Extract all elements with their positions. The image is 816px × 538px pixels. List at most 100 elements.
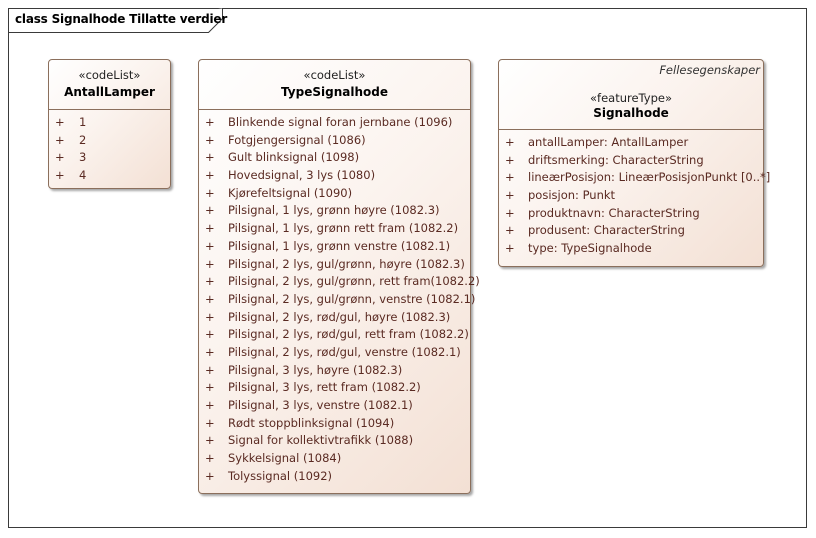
attribute-row[interactable]: + produsent: CharacterString — [499, 223, 763, 241]
visibility-marker: + — [205, 309, 215, 324]
tagged-value-label: Fellesegenskaper — [659, 63, 760, 77]
class-header: Fellesegenskaper «featureType» Signalhod… — [499, 60, 763, 130]
visibility-marker: + — [205, 433, 215, 448]
class-header: «codeList» AntallLamper — [49, 60, 170, 110]
visibility-marker: + — [205, 451, 215, 466]
visibility-marker: + — [205, 380, 215, 395]
attribute-row[interactable]: +Sykkelsignal (1084) — [199, 451, 470, 469]
attribute-row[interactable]: + Pilsignal, 1 lys, grønn rett fram (1082… — [199, 221, 470, 239]
visibility-marker: + — [505, 241, 515, 256]
attribute-label: Hovedsignal, 3 lys (1080) — [228, 168, 376, 183]
attribute-label: 2 — [79, 132, 87, 147]
visibility-marker: + — [205, 256, 215, 271]
attribute-row[interactable]: + Signal for kollektivtrafikk (1088) — [199, 433, 470, 451]
attribute-list: +Blinkende signal foran jernbane (1096)+… — [199, 110, 480, 487]
attribute-label: produktnavn: CharacterString — [528, 205, 700, 220]
attribute-label: Pilsignal, 3 lys, rett fram (1082.2) — [228, 380, 421, 395]
attribute-label: Pilsignal, 2 lys, gul/grønn, venstre (10… — [228, 291, 476, 306]
diagram-title: class Signalhode Tillatte verdier — [15, 12, 228, 26]
attribute-label: Pilsignal, 3 lys, høyre (1082.3) — [228, 362, 403, 377]
attribute-label: Pilsignal, 2 lys, rød/gul, rett fram (10… — [228, 327, 469, 342]
visibility-marker: + — [205, 274, 215, 289]
stereotype-label: «codeList» — [303, 68, 366, 82]
visibility-marker: + — [505, 205, 515, 220]
attribute-label: Pilsignal, 2 lys, rød/gul, høyre (1082.3… — [228, 309, 451, 324]
visibility-marker: + — [55, 132, 65, 147]
visibility-marker: + — [55, 115, 65, 129]
attribute-row[interactable]: + posisjon: Punkt — [499, 188, 763, 206]
attribute-row[interactable]: + Rødt stoppblinksignal (1094) — [199, 416, 470, 434]
attribute-label: Pilsignal, 2 lys, rød/gul, venstre (1082… — [228, 344, 461, 359]
attribute-row[interactable]: +4 — [49, 168, 170, 186]
attribute-label: Pilsignal, 2 lys, gul/grønn, høyre (1082… — [228, 256, 465, 271]
visibility-marker: + — [505, 223, 515, 238]
attribute-list: +1+2+3+4 — [49, 110, 170, 186]
class-type-signalhode[interactable]: «codeList» TypeSignalhode +Blinkende sig… — [198, 59, 480, 494]
attribute-list: +antallLamper: AntallLamper+driftsmerkin… — [499, 130, 770, 259]
visibility-marker: + — [205, 238, 215, 253]
attribute-label: Tolyssignal (1092) — [228, 468, 333, 483]
visibility-marker: + — [505, 135, 515, 149]
visibility-marker: + — [205, 362, 215, 377]
attribute-label: 1 — [79, 115, 87, 129]
attribute-label: produsent: CharacterString — [528, 223, 685, 238]
attribute-row[interactable]: +antallLamper: AntallLamper — [499, 135, 763, 153]
visibility-marker: + — [205, 221, 215, 236]
attribute-row[interactable]: +Pilsignal, 2 lys, rød/gul, rett fram (1… — [199, 327, 470, 345]
attribute-row[interactable]: + Pilsignal, 2 lys, gul/grønn, venstre (1… — [199, 291, 475, 310]
visibility-marker: + — [205, 291, 215, 306]
attribute-label: Gult blinksignal (1098) — [228, 150, 360, 165]
visibility-marker: + — [205, 415, 215, 430]
attribute-row[interactable]: + Pilsignal, 3 lys, høyre (1082.3) — [199, 363, 470, 381]
attribute-label: Signal for kollektivtrafikk (1088) — [228, 433, 414, 448]
visibility-marker: + — [205, 132, 215, 147]
visibility-marker: + — [505, 170, 515, 185]
attribute-row[interactable]: + Tolyssignal (1092) — [199, 469, 470, 487]
attribute-row[interactable]: +Blinkende signal foran jernbane (1096) — [199, 115, 470, 133]
attribute-row[interactable]: +1 — [49, 115, 170, 133]
visibility-marker: + — [205, 344, 215, 359]
attribute-row[interactable]: + Pilsignal, 2 lys, rød/gul, høyre (1082.… — [199, 310, 470, 328]
visibility-marker: + — [205, 185, 215, 200]
attribute-row[interactable]: + Fotgjengersignal (1086) — [199, 133, 470, 151]
attribute-row[interactable]: + Kjørefeltsignal (1090) — [199, 186, 470, 204]
attribute-row[interactable]: +3 — [49, 150, 170, 168]
attribute-label: Pilsignal, 1 lys, grønn venstre (1082.1) — [228, 238, 451, 253]
attribute-row[interactable]: +driftsmerking: CharacterString — [499, 153, 763, 171]
attribute-row[interactable]: + Pilsignal, 2 lys, gul/grønn, rett fram(… — [199, 274, 480, 292]
attribute-row[interactable]: + lineærPosisjon: LineærPosisjonPunkt [0.… — [499, 170, 770, 188]
visibility-marker: + — [205, 203, 215, 218]
attribute-label: Pilsignal, 1 lys, grønn rett fram (1082.… — [228, 221, 459, 236]
visibility-marker: + — [205, 168, 215, 183]
attribute-row[interactable]: +Pilsignal, 3 lys, venstre (1082.1) — [199, 398, 470, 416]
visibility-marker: + — [205, 150, 215, 165]
attribute-label: 4 — [79, 168, 87, 183]
attribute-label: Kjørefeltsignal (1090) — [228, 185, 353, 200]
attribute-row[interactable]: + Pilsignal, 1 lys, grønn venstre (1082.1… — [199, 239, 470, 257]
attribute-label: Pilsignal, 2 lys, gul/grønn, rett fram(1… — [228, 274, 480, 289]
attribute-row[interactable]: +Pilsignal, 1 lys, grønn høyre (1082.3) — [199, 203, 470, 221]
attribute-row[interactable]: + Hovedsignal, 3 lys (1080) — [199, 168, 470, 186]
attribute-label: posisjon: Punkt — [528, 188, 616, 203]
visibility-marker: + — [505, 188, 515, 203]
class-signalhode[interactable]: Fellesegenskaper «featureType» Signalhod… — [498, 59, 770, 267]
attribute-label: Fotgjengersignal (1086) — [228, 132, 366, 147]
visibility-marker: + — [205, 468, 215, 483]
attribute-label: driftsmerking: CharacterString — [528, 152, 704, 167]
attribute-row[interactable]: + Gult blinksignal (1098) — [199, 150, 470, 168]
class-header: «codeList» TypeSignalhode — [199, 60, 470, 110]
stereotype-label: «codeList» — [78, 68, 141, 82]
attribute-label: lineærPosisjon: LineærPosisjonPunkt [0..… — [528, 170, 771, 185]
class-antall-lamper[interactable]: «codeList» AntallLamper +1+2+3+4 — [48, 59, 171, 189]
visibility-marker: + — [55, 168, 65, 183]
attribute-row[interactable]: + type: TypeSignalhode — [499, 241, 763, 259]
attribute-row[interactable]: + Pilsignal, 3 lys, rett fram (1082.2) — [199, 380, 470, 398]
attribute-label: Rødt stoppblinksignal (1094) — [228, 415, 395, 430]
class-name: AntallLamper — [64, 85, 155, 99]
attribute-row[interactable]: + produktnavn: CharacterString — [499, 206, 763, 224]
attribute-row[interactable]: +2 — [49, 133, 170, 151]
attribute-row[interactable]: + Pilsignal, 2 lys, gul/grønn, høyre (108… — [199, 257, 470, 275]
diagram-frame — [8, 8, 807, 528]
attribute-row[interactable]: + Pilsignal, 2 lys, rød/gul, venstre (108… — [199, 345, 470, 363]
attribute-label: type: TypeSignalhode — [528, 241, 652, 256]
